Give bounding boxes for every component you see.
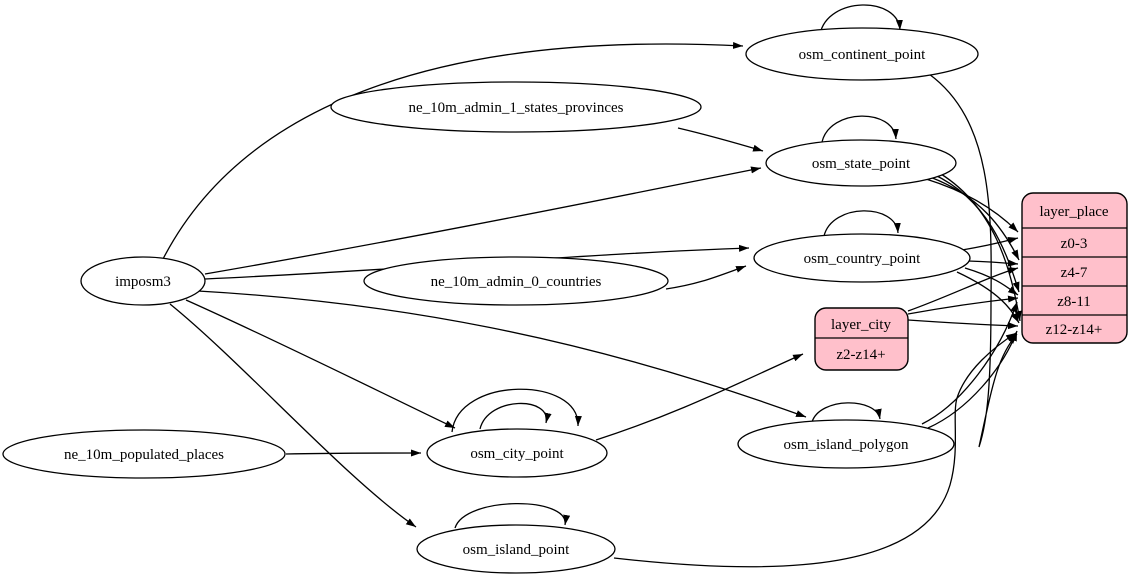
node-osm_city_point: osm_city_point xyxy=(426,428,608,478)
node-label-ne_10m_admin_0_countries: ne_10m_admin_0_countries xyxy=(431,274,602,290)
record-row-layer_place-z8-11: z8-11 xyxy=(1057,294,1091,310)
node-label-osm_island_point: osm_island_point xyxy=(463,542,571,558)
node-shape-osm_island_polygon xyxy=(737,419,955,469)
edge-imposm3-osm_island_point xyxy=(169,303,417,528)
edge-ne_10m_populated_places-osm_city_point xyxy=(285,449,422,457)
node-label-osm_city_point: osm_city_point xyxy=(470,446,564,462)
edge-osm_country_point-layer_place-z12-z14 xyxy=(956,271,1020,324)
node-label-osm_continent_point: osm_continent_point xyxy=(799,47,926,63)
node-shape-ne_10m_admin_0_countries xyxy=(363,256,669,306)
self-loop-osm_state_point xyxy=(821,115,899,143)
node-label-osm_country_point: osm_country_point xyxy=(804,251,921,267)
edge-ne_10m_admin_0_countries-osm_country_point xyxy=(665,265,747,290)
edge-imposm3-osm_continent_point xyxy=(162,41,744,260)
node-ne_10m_admin_1_states_provinces: ne_10m_admin_1_states_provinces xyxy=(330,81,702,133)
record-title-layer_city: layer_city xyxy=(831,317,891,333)
node-ne_10m_populated_places: ne_10m_populated_places xyxy=(2,429,286,479)
edge-osm_country_point-layer_place-z8-11 xyxy=(964,267,1019,296)
record-row-layer_city-z2-z14: z2-z14+ xyxy=(836,347,885,363)
node-label-osm_island_polygon: osm_island_polygon xyxy=(783,437,909,453)
record-box-layer_city xyxy=(814,307,909,371)
node-label-ne_10m_populated_places: ne_10m_populated_places xyxy=(64,447,224,463)
self-loop-osm_island_polygon xyxy=(811,402,882,423)
edge-osm_island_polygon-layer_place-z8-11 xyxy=(921,301,1018,425)
record-row-layer_place-z12-z14: z12-z14+ xyxy=(1046,322,1103,338)
edge-imposm3-osm_state_point xyxy=(204,166,762,275)
edge-imposm3-osm_island_polygon xyxy=(197,290,807,418)
self-loop-osm_city_point-outer xyxy=(451,388,582,433)
record-layer_place: layer_place z0-3 z4-7 z8-11 z12-z14+ xyxy=(1021,192,1128,344)
edge-layer_city-layer_place-z12-z14 xyxy=(907,319,1019,330)
edge-osm_island_point-layer_place-z12-z14 xyxy=(613,332,1017,568)
node-osm_island_polygon: osm_island_polygon xyxy=(737,419,955,469)
node-osm_country_point: osm_country_point xyxy=(753,233,971,283)
node-ne_10m_admin_0_countries: ne_10m_admin_0_countries xyxy=(363,256,669,306)
record-row-layer_place-z0-3: z0-3 xyxy=(1061,236,1088,252)
node-imposm3: imposm3 xyxy=(80,256,206,306)
edge-layer_city-layer_place-z8-11 xyxy=(907,295,1019,315)
node-osm_state_point: osm_state_point xyxy=(765,139,957,187)
edge-osm_state_point-layer_place-z4-7 xyxy=(929,176,1020,261)
node-shape-osm_country_point xyxy=(753,233,971,283)
record-box-layer_place xyxy=(1021,192,1128,344)
node-shape-osm_city_point xyxy=(426,428,608,478)
edge-osm_island_polygon-layer_place-z12-z14 xyxy=(927,330,1018,429)
node-osm_island_point: osm_island_point xyxy=(416,524,616,574)
edge-osm_continent_point-layer_place-z12-z14 xyxy=(928,73,1018,448)
record-row-layer_place-z4-7: z4-7 xyxy=(1061,265,1088,281)
self-loop-osm_city_point-inner xyxy=(479,402,552,430)
node-shape-ne_10m_admin_1_states_provinces xyxy=(330,81,702,133)
edge-ne_10m_admin_1_states_provinces-osm_state_point xyxy=(677,127,764,152)
record-title-layer_place: layer_place xyxy=(1039,204,1108,220)
node-shape-osm_island_point xyxy=(416,524,616,574)
self-loop-osm_continent_point xyxy=(819,4,903,35)
edge-osm_country_point-layer_place-z0-3 xyxy=(961,237,1019,251)
self-loop-osm_country_point xyxy=(823,210,901,237)
edge-osm_city_point-layer_city-z2-z14 xyxy=(595,353,804,441)
edge-osm_state_point-layer_place-z0-3 xyxy=(925,178,1019,233)
self-loop-osm_island_point xyxy=(454,503,571,529)
edge-imposm3-osm_city_point xyxy=(185,299,456,429)
node-shape-ne_10m_populated_places xyxy=(2,429,286,479)
node-label-osm_state_point: osm_state_point xyxy=(812,156,911,172)
edge-osm_country_point-layer_place-z4-7 xyxy=(967,259,1019,267)
node-shape-imposm3 xyxy=(80,256,206,306)
edges xyxy=(162,4,1022,568)
node-shape-osm_state_point xyxy=(765,139,957,187)
node-label-ne_10m_admin_1_states_provinces: ne_10m_admin_1_states_provinces xyxy=(409,100,624,116)
node-shape-osm_continent_point xyxy=(745,27,979,81)
edge-layer_city-layer_place-z4-7 xyxy=(907,267,1019,312)
node-label-imposm3: imposm3 xyxy=(115,274,171,290)
node-osm_continent_point: osm_continent_point xyxy=(745,27,979,81)
record-layer_city: layer_city z2-z14+ xyxy=(814,307,909,371)
edge-osm_state_point-layer_place-z8-11 xyxy=(932,173,1020,293)
